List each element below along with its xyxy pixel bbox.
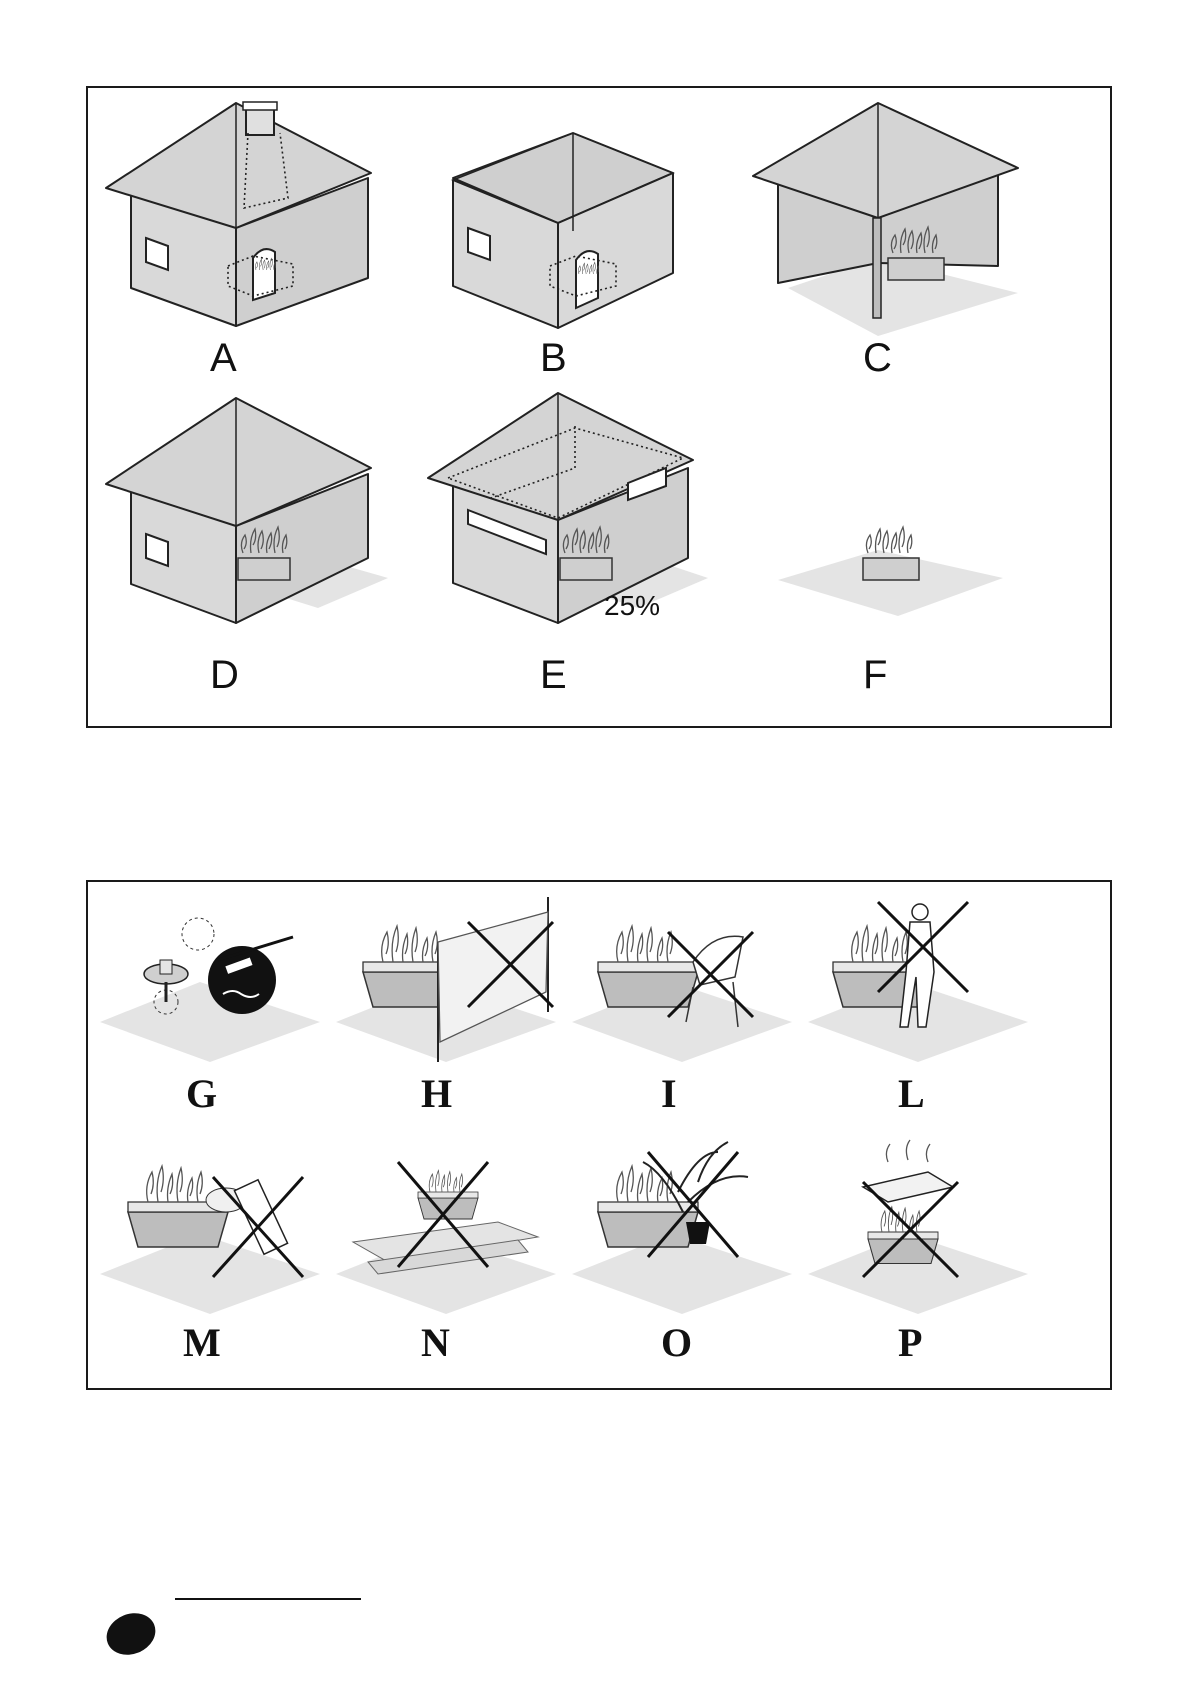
scene-a-house-with-chimney bbox=[106, 102, 371, 326]
scene-m-no-aerosol bbox=[100, 1166, 320, 1314]
scene-label-d: D bbox=[210, 653, 239, 697]
scene-label-e: E bbox=[540, 653, 567, 697]
scene-label-b: B bbox=[540, 336, 567, 380]
scene-label-g: G bbox=[186, 1071, 217, 1116]
scene-n-not-on-wooden-table bbox=[336, 1162, 556, 1314]
scene-label-p: P bbox=[898, 1320, 922, 1365]
scene-label-a: A bbox=[210, 336, 237, 380]
scene-label-m: M bbox=[183, 1320, 221, 1365]
scene-g-regulator-leak-check bbox=[100, 918, 320, 1062]
scene-i-no-furniture-nearby bbox=[572, 926, 792, 1062]
scene-h-no-fabric-nearby bbox=[336, 897, 556, 1062]
ventilation-diagram-svg: 25% A B C D E F bbox=[88, 88, 1110, 726]
open-area-percentage: 25% bbox=[604, 590, 660, 621]
safety-warnings-panel: G H I L M N O P bbox=[86, 880, 1112, 1390]
ventilation-diagram-panel: 25% A B C D E F bbox=[86, 86, 1112, 728]
footer-rule bbox=[175, 1598, 361, 1600]
scene-d-roof-two-walls-window bbox=[106, 398, 388, 623]
scene-f-open-air bbox=[778, 527, 1003, 616]
scene-label-i: I bbox=[661, 1071, 677, 1116]
scene-label-n: N bbox=[421, 1320, 450, 1365]
scene-e-partial-enclosure: 25% bbox=[428, 393, 708, 623]
scene-label-o: O bbox=[661, 1320, 692, 1365]
scene-label-c: C bbox=[863, 336, 892, 380]
safety-warnings-svg: G H I L M N O P bbox=[88, 882, 1110, 1388]
scene-label-f: F bbox=[863, 653, 887, 697]
scene-l-keep-distance-person bbox=[808, 902, 1028, 1062]
scene-label-h: H bbox=[421, 1071, 452, 1116]
scene-c-roof-two-walls bbox=[753, 103, 1018, 336]
scene-label-l: L bbox=[898, 1071, 925, 1116]
page-marker-shape bbox=[100, 1606, 161, 1662]
scene-p-no-cover-on-burner bbox=[808, 1140, 1028, 1314]
scene-o-no-plants-nearby bbox=[572, 1142, 792, 1314]
scene-b-roofless-room bbox=[453, 133, 673, 328]
